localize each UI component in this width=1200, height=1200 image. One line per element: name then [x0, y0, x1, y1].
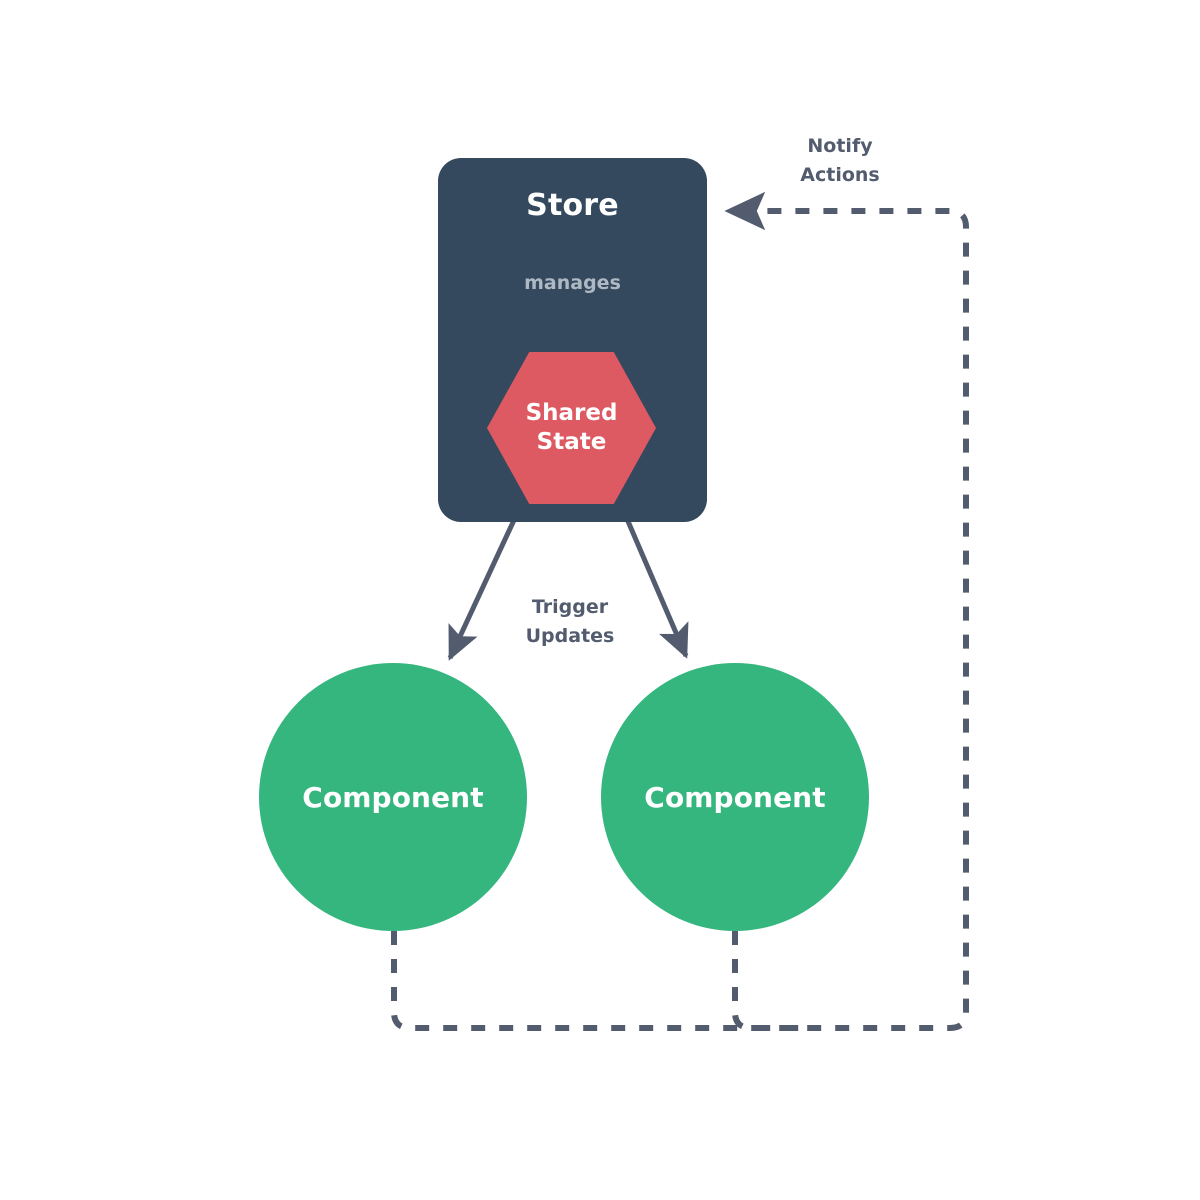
- node-shared-state[interactable]: Shared State: [487, 352, 656, 504]
- edge-label-trigger-updates: Trigger Updates: [525, 596, 615, 647]
- node-component-left[interactable]: Component: [259, 663, 527, 931]
- edge-notify-actions: [391, 191, 969, 1031]
- edge-trigger-updates: [447, 503, 689, 661]
- edge-label-notify-actions: Notify Actions: [800, 135, 880, 186]
- component-right-label: Component: [644, 780, 826, 814]
- shared-state-label: Shared State: [525, 399, 618, 455]
- node-component-right[interactable]: Component: [601, 663, 869, 931]
- edge-label-manages: manages: [524, 272, 621, 294]
- store-label: Store: [526, 188, 619, 223]
- component-left-label: Component: [302, 780, 484, 814]
